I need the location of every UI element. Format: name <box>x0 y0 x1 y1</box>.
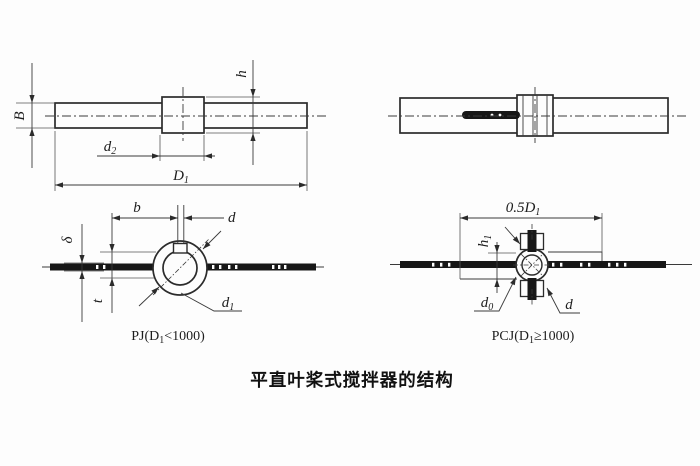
pj-side-view: B h d2 D1 <box>12 60 327 191</box>
d2-sub: 2 <box>111 146 116 157</box>
pj-blade-hole-marks <box>96 265 287 269</box>
stud-leader <box>504 226 521 245</box>
dim-label-d-pcj: d <box>565 297 573 313</box>
pj-type-sub: 1 <box>159 335 164 346</box>
dim-label-t: t <box>90 298 106 303</box>
dimension-delta: δ <box>60 224 104 322</box>
dim-label-d2: d2 <box>104 139 117 157</box>
slot-hole-mark <box>498 113 502 117</box>
pj-type-pre: PJ(D <box>131 329 159 344</box>
dim-label-delta: δ <box>60 235 76 243</box>
leader-d0: d0 <box>474 276 517 313</box>
hub-leader-lower-left <box>138 286 160 307</box>
dim-label-halfD1: 0.5D1 <box>506 200 541 218</box>
pcj-top-stud <box>527 230 537 252</box>
pcj-hub-flange-lines <box>522 95 548 136</box>
d0-sub: 0 <box>488 302 493 313</box>
halfD1-sub: 1 <box>535 207 540 218</box>
pcj-blade-hole-marks <box>432 262 627 267</box>
pcj-side-view <box>388 87 688 143</box>
pcj-type-post: ≥1000) <box>534 329 575 344</box>
pcj-center-mark-x <box>520 253 544 277</box>
pj-keyway <box>172 242 188 254</box>
dimension-B: B <box>12 63 54 168</box>
dim-label-B: B <box>12 111 28 120</box>
dim-label-d: d <box>228 210 236 226</box>
dimension-halfD1: 0.5D1 <box>459 200 603 279</box>
pcj-type-sub: 1 <box>529 335 534 346</box>
pj-diagonal-centerline <box>152 238 210 296</box>
pcj-clamp-plate-right <box>548 251 603 261</box>
dimension-d2: d2 <box>97 135 215 161</box>
halfD1-pre: 0.5D <box>506 200 536 216</box>
dimension-d: d <box>184 210 236 250</box>
dim-label-b: b <box>133 200 141 216</box>
pj-top-view: b d δ t <box>42 200 324 346</box>
pcj-top-view: 0.5D1 h1 d0 d PCJ(D1≥1000) <box>390 200 692 346</box>
figure-caption: 平直叶桨式搅拌器的结构 <box>250 370 454 390</box>
dim-label-h1: h1 <box>476 235 494 248</box>
h1-base: h <box>476 240 492 248</box>
dimension-h1: h1 <box>476 235 516 293</box>
dim-label-d1: d1 <box>222 295 235 313</box>
d1-base: d <box>222 295 230 311</box>
pcj-type-pre: PCJ(D <box>492 329 529 344</box>
pj-type-label: PJ(D1<1000) <box>131 329 205 346</box>
dimension-D1: D1 <box>54 131 308 191</box>
D1-sub: 1 <box>184 175 189 186</box>
D1-base: D <box>172 168 184 184</box>
d0-base: d <box>481 295 489 311</box>
pcj-type-label: PCJ(D1≥1000) <box>492 329 575 346</box>
d1-sub: 1 <box>229 302 234 313</box>
pj-type-post: <1000) <box>164 329 205 344</box>
dimension-h: h <box>206 60 260 165</box>
leader-d-pcj: d <box>546 287 580 314</box>
leader-d1: d1 <box>180 292 242 313</box>
dimension-b: b <box>111 200 178 313</box>
keyway-extension-lines <box>177 205 185 243</box>
dim-label-D1: D1 <box>172 168 189 186</box>
d2-base: d <box>104 139 112 155</box>
dimension-t: t <box>90 244 156 303</box>
dim-label-d0: d0 <box>481 295 494 313</box>
h1-sub: 1 <box>483 235 494 240</box>
dim-label-h: h <box>234 70 250 78</box>
